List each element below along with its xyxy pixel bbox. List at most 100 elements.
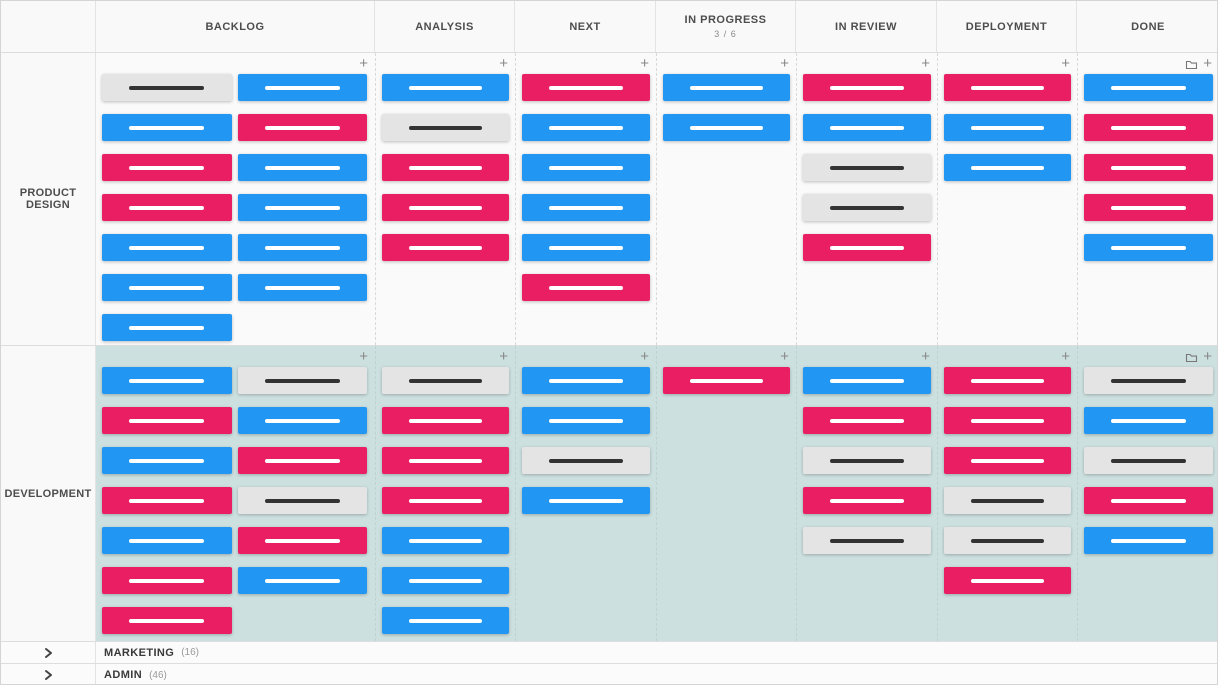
card[interactable] — [522, 447, 650, 474]
folder-icon[interactable] — [1185, 352, 1198, 363]
card[interactable] — [663, 114, 790, 141]
card[interactable] — [944, 487, 1071, 514]
card[interactable] — [1084, 154, 1213, 181]
expand-marketing-button[interactable] — [1, 642, 96, 663]
card[interactable] — [944, 527, 1071, 554]
card[interactable] — [382, 407, 509, 434]
card[interactable] — [803, 367, 931, 394]
card[interactable] — [944, 367, 1071, 394]
card[interactable] — [803, 194, 931, 221]
add-card-icon[interactable]: + — [359, 55, 368, 72]
card[interactable] — [237, 487, 367, 514]
card[interactable] — [382, 367, 509, 394]
column-header-next[interactable]: NEXT — [515, 1, 656, 52]
add-card-icon[interactable]: + — [780, 55, 789, 72]
card[interactable] — [803, 234, 931, 261]
card[interactable] — [382, 74, 509, 101]
card[interactable] — [803, 74, 931, 101]
card[interactable] — [522, 74, 650, 101]
add-card-icon[interactable]: + — [359, 348, 368, 365]
card[interactable] — [803, 527, 931, 554]
card[interactable] — [1084, 367, 1213, 394]
add-card-icon[interactable]: + — [499, 55, 508, 72]
card[interactable] — [237, 74, 367, 101]
card[interactable] — [522, 274, 650, 301]
card[interactable] — [663, 367, 790, 394]
card[interactable] — [102, 74, 232, 101]
card[interactable] — [237, 567, 367, 594]
card[interactable] — [102, 234, 232, 261]
card[interactable] — [1084, 447, 1213, 474]
collapsed-lane-header[interactable]: MARKETING (16) — [96, 642, 1217, 663]
column-header-in-review[interactable]: IN REVIEW — [796, 1, 937, 52]
add-card-icon[interactable]: + — [921, 55, 930, 72]
card[interactable] — [237, 234, 367, 261]
swimlane-label[interactable]: PRODUCT DESIGN — [1, 53, 96, 345]
add-card-icon[interactable]: + — [640, 348, 649, 365]
card[interactable] — [1084, 74, 1213, 101]
card[interactable] — [522, 487, 650, 514]
card[interactable] — [102, 314, 232, 341]
card[interactable] — [1084, 407, 1213, 434]
add-card-icon[interactable]: + — [1061, 55, 1070, 72]
card[interactable] — [102, 567, 232, 594]
card[interactable] — [382, 114, 509, 141]
card[interactable] — [1084, 487, 1213, 514]
swimlane-label[interactable]: DEVELOPMENT — [1, 346, 96, 641]
add-card-icon[interactable]: + — [1203, 348, 1212, 365]
card[interactable] — [522, 407, 650, 434]
card[interactable] — [382, 567, 509, 594]
card[interactable] — [522, 154, 650, 181]
card[interactable] — [522, 234, 650, 261]
card[interactable] — [522, 367, 650, 394]
card[interactable] — [803, 447, 931, 474]
card[interactable] — [382, 154, 509, 181]
card[interactable] — [237, 527, 367, 554]
collapsed-lane-header[interactable]: ADMIN (46) — [96, 664, 1217, 684]
card[interactable] — [102, 194, 232, 221]
card[interactable] — [382, 447, 509, 474]
card[interactable] — [382, 527, 509, 554]
card[interactable] — [102, 154, 232, 181]
card[interactable] — [944, 407, 1071, 434]
card[interactable] — [382, 234, 509, 261]
card[interactable] — [1084, 114, 1213, 141]
column-header-in-progress[interactable]: IN PROGRESS 3 / 6 — [656, 1, 796, 52]
expand-admin-button[interactable] — [1, 664, 96, 684]
add-card-icon[interactable]: + — [499, 348, 508, 365]
card[interactable] — [237, 367, 367, 394]
card[interactable] — [803, 154, 931, 181]
card[interactable] — [944, 74, 1071, 101]
card[interactable] — [803, 407, 931, 434]
card[interactable] — [102, 274, 232, 301]
card[interactable] — [237, 194, 367, 221]
column-header-done[interactable]: DONE — [1077, 1, 1217, 52]
card[interactable] — [944, 154, 1071, 181]
card[interactable] — [237, 407, 367, 434]
column-header-deployment[interactable]: DEPLOYMENT — [937, 1, 1077, 52]
column-header-analysis[interactable]: ANALYSIS — [375, 1, 515, 52]
add-card-icon[interactable]: + — [1203, 55, 1212, 72]
card[interactable] — [102, 447, 232, 474]
card[interactable] — [522, 194, 650, 221]
card[interactable] — [382, 194, 509, 221]
card[interactable] — [102, 367, 232, 394]
card[interactable] — [382, 487, 509, 514]
card[interactable] — [663, 74, 790, 101]
add-card-icon[interactable]: + — [780, 348, 789, 365]
card[interactable] — [102, 407, 232, 434]
card[interactable] — [803, 487, 931, 514]
card[interactable] — [944, 447, 1071, 474]
card[interactable] — [522, 114, 650, 141]
card[interactable] — [803, 114, 931, 141]
add-card-icon[interactable]: + — [921, 348, 930, 365]
card[interactable] — [944, 114, 1071, 141]
card[interactable] — [102, 607, 232, 634]
card[interactable] — [237, 274, 367, 301]
card[interactable] — [944, 567, 1071, 594]
card[interactable] — [237, 114, 367, 141]
card[interactable] — [1084, 194, 1213, 221]
column-header-backlog[interactable]: BACKLOG — [96, 1, 375, 52]
folder-icon[interactable] — [1185, 59, 1198, 70]
card[interactable] — [237, 154, 367, 181]
